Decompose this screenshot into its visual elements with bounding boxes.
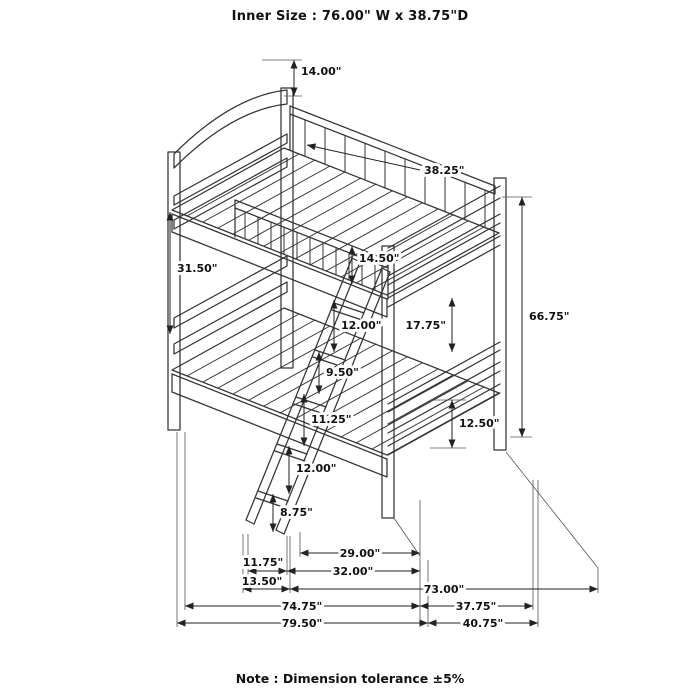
dim-label-depth-4075: 40.75" (463, 617, 504, 630)
dim-label-depth-3775: 37.75" (456, 600, 497, 613)
dim-label-foot-clearance: 17.75" (405, 319, 446, 332)
bottom-bunk (171, 307, 500, 478)
dimension-labels: 14.00" 38.25" 31.50" 14.50" 17.75" 12.00… (174, 62, 573, 633)
ladder (245, 257, 391, 535)
leader-top-rail-length (306, 143, 421, 171)
dimension-lines (166, 60, 598, 627)
top-bunk (171, 105, 500, 318)
dim-label-ladder-step1: 12.00" (341, 319, 382, 332)
dim-label-arch-height: 14.00" (301, 65, 342, 78)
footboard (381, 177, 507, 519)
headboard (167, 87, 294, 431)
witness-lines (176, 59, 599, 627)
dim-label-ladder-step5: 8.75" (280, 506, 313, 519)
dim-label-length-7475: 74.75" (282, 600, 323, 613)
top-bunk-back-guardrail (289, 105, 496, 195)
dim-label-guardrail-height: 14.50" (359, 252, 400, 265)
bunk-bed (167, 87, 507, 535)
dim-label-ladder-step3: 11.25" (311, 413, 352, 426)
inner-size-title: Inner Size : 76.00" W x 38.75"D (231, 9, 469, 24)
dim-label-top-rail-length: 38.25" (424, 164, 465, 177)
dim-label-width-29: 29.00" (340, 547, 381, 560)
top-bunk-slats (186, 153, 485, 290)
tolerance-note: Note : Dimension tolerance ±5% (235, 671, 465, 686)
dim-label-overall-height: 66.75" (529, 310, 570, 323)
dim-label-width-1175: 11.75" (243, 556, 284, 569)
dim-label-bunk-gap: 31.50" (177, 262, 218, 275)
top-bunk-front-guardrail (234, 199, 389, 300)
dim-label-length-73: 73.00" (424, 583, 465, 596)
dim-label-width-1350: 13.50" (242, 575, 283, 588)
dim-label-ladder-step2: 9.50" (326, 366, 359, 379)
dim-label-leg-height: 12.50" (459, 417, 500, 430)
dim-label-ladder-step4: 12.00" (296, 462, 337, 475)
dim-label-length-7950: 79.50" (282, 617, 323, 630)
dim-label-width-32: 32.00" (333, 565, 374, 578)
